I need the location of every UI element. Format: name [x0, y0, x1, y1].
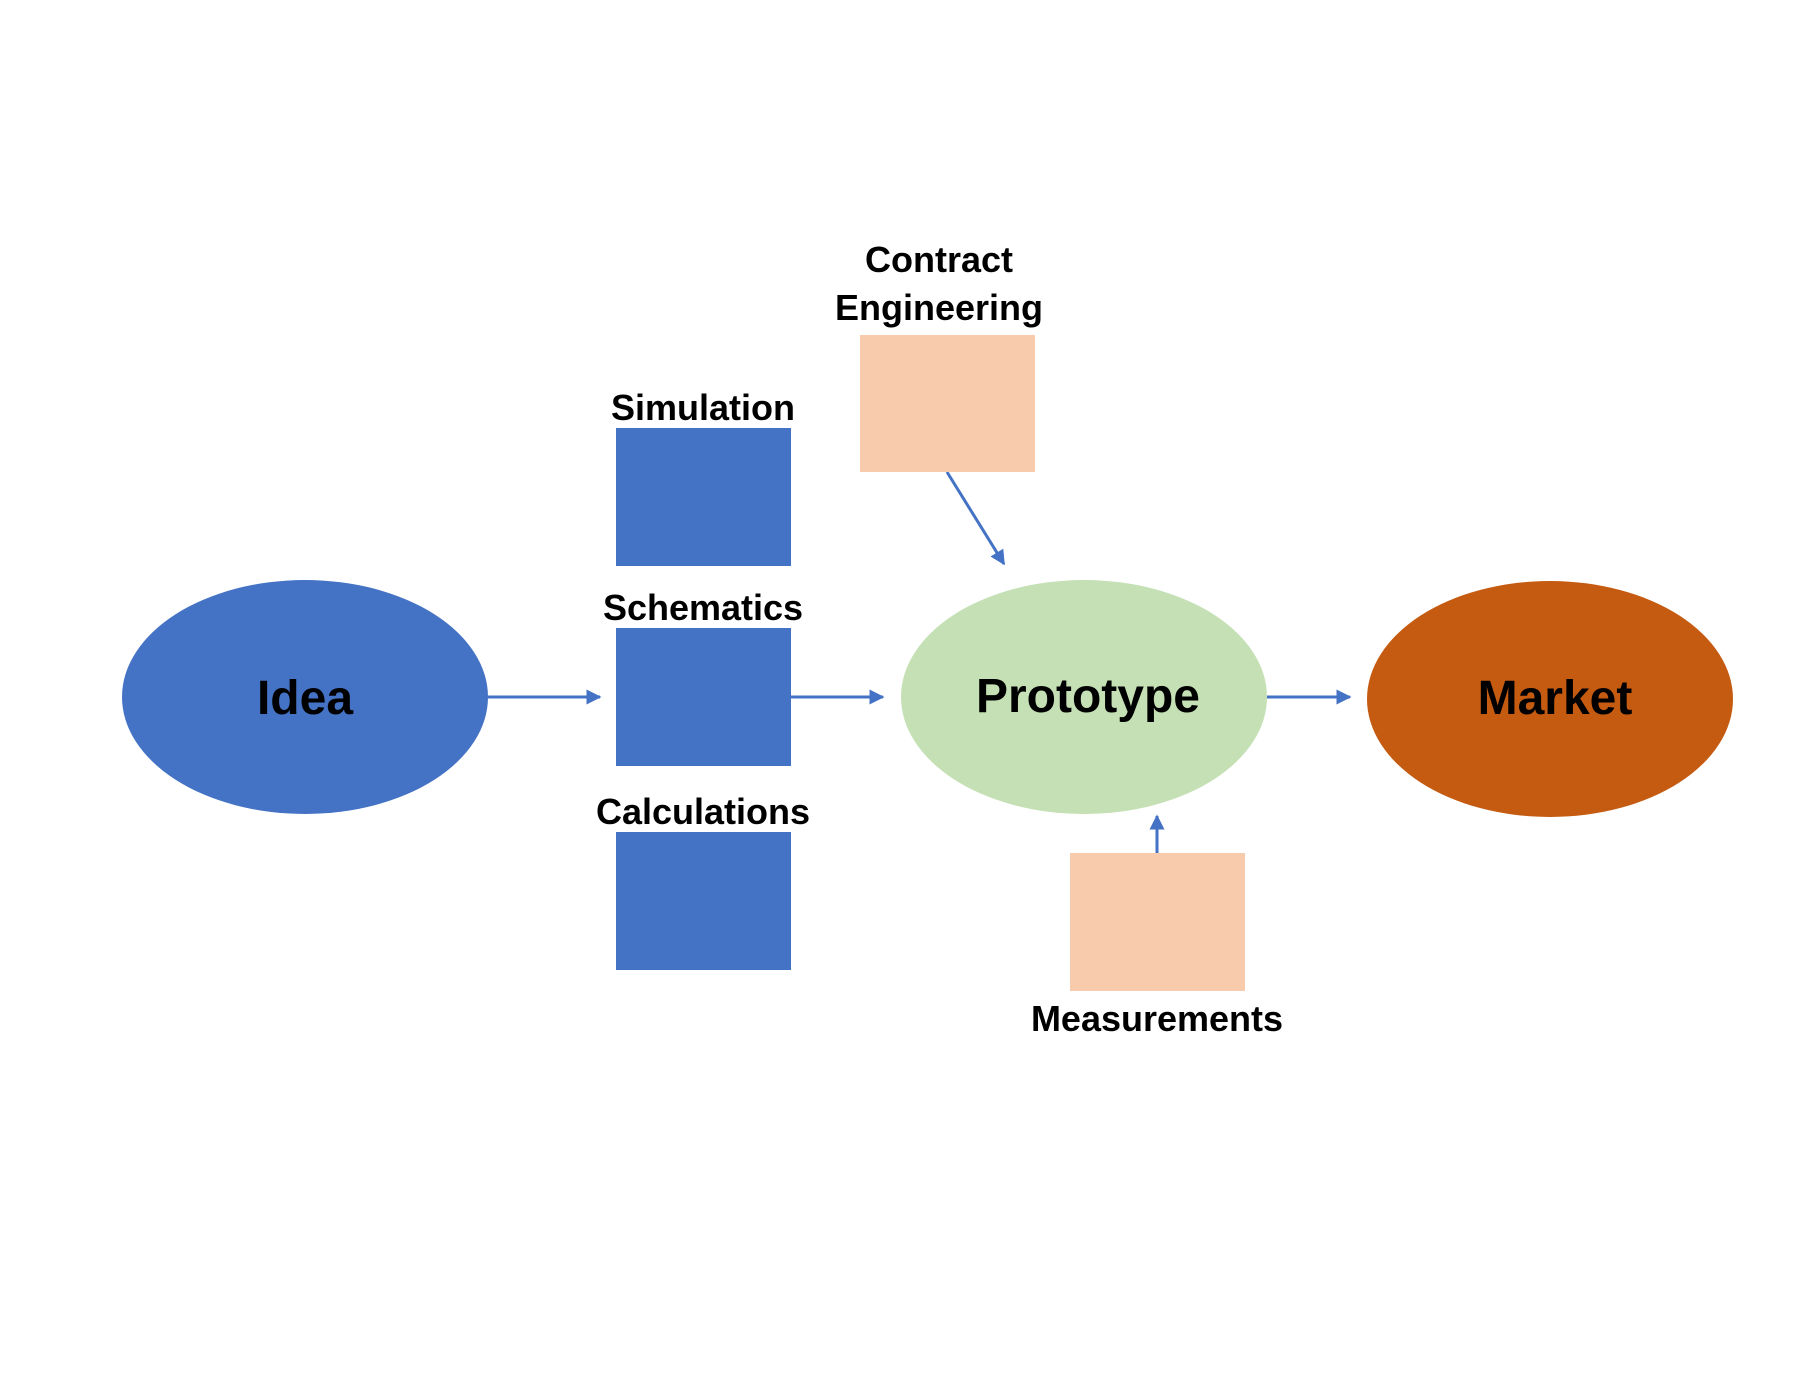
measurements-label: Measurements — [1031, 998, 1283, 1039]
contract-engineering-box — [860, 335, 1035, 472]
arrow-contract-engineering-to-prototype — [945, 471, 1006, 566]
contract-engineering-label-line-1: Contract — [865, 239, 1013, 280]
schematics-box — [616, 628, 791, 766]
simulation-box — [616, 428, 791, 566]
market-label: Market — [1478, 672, 1633, 725]
schematics-label: Schematics — [603, 587, 803, 628]
simulation-label: Simulation — [611, 387, 795, 428]
measurements-box — [1070, 853, 1245, 991]
prototype-node — [901, 580, 1267, 814]
calculations-box — [616, 832, 791, 970]
prototype-label: Prototype — [976, 670, 1200, 723]
contract-engineering-label-line-2: Engineering — [835, 287, 1043, 328]
idea-label: Idea — [257, 672, 353, 725]
calculations-label: Calculations — [596, 791, 810, 832]
market-node — [1367, 581, 1733, 817]
idea-node — [122, 580, 488, 814]
